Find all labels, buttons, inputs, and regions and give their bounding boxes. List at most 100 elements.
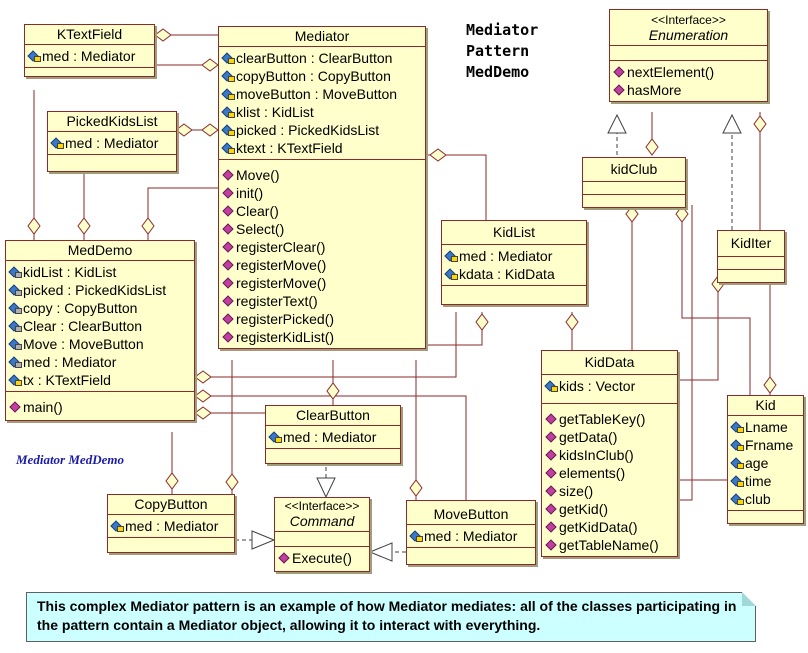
attribute-icon — [9, 266, 22, 278]
attribute: klist : KidList — [222, 103, 422, 121]
diamond — [409, 479, 423, 497]
operation: registerText() — [222, 292, 422, 310]
class-name: kidClub — [583, 158, 685, 182]
operation-icon — [222, 187, 235, 199]
interface-name: Command — [289, 513, 355, 529]
attribute-icon — [222, 88, 235, 100]
operation: elements() — [545, 464, 674, 482]
diamond — [225, 473, 239, 491]
operation-icon — [613, 84, 626, 96]
stereotype-label: <<Interface>> — [651, 13, 726, 27]
attribute-icon — [545, 380, 558, 392]
attribute-icon — [731, 457, 744, 469]
operation-icon — [222, 277, 235, 289]
attribute: Move : MoveButton — [9, 335, 191, 353]
attribute-icon — [222, 70, 235, 82]
operation: getData() — [545, 428, 674, 446]
attribute-icon — [445, 250, 458, 262]
class-name: ClearButton — [266, 406, 400, 426]
diamond — [429, 148, 447, 162]
diamond — [201, 58, 219, 72]
attribute: picked : PickedKidsList — [9, 281, 191, 299]
attribute-icon — [445, 268, 458, 280]
assoc-meddemo-kidlist — [195, 312, 457, 378]
operation-icon — [545, 449, 558, 461]
operation: main() — [9, 398, 191, 416]
diamond — [565, 313, 579, 331]
diamond — [475, 313, 489, 331]
attribute-icon — [9, 284, 22, 296]
triangle-kiditer — [722, 113, 742, 134]
attribute-icon — [9, 302, 22, 314]
operation: Execute() — [278, 549, 366, 567]
class-kidlist: KidList med : Mediator kdata : KidData — [441, 220, 587, 305]
attribute-icon — [269, 431, 282, 443]
operation-icon — [613, 66, 626, 78]
operation: registerClear() — [222, 238, 422, 256]
diamond — [201, 123, 219, 137]
assoc-mediator-meddemo — [147, 187, 218, 240]
attribute: moveButton : MoveButton — [222, 85, 422, 103]
attribute: Lname — [731, 418, 800, 436]
operation-icon — [545, 539, 558, 551]
operation-icon — [222, 259, 235, 271]
operation-icon — [545, 521, 558, 533]
attribute: med : Mediator — [269, 428, 397, 446]
operation: getKid() — [545, 500, 674, 518]
operation-icon — [222, 241, 235, 253]
attribute-icon — [222, 106, 235, 118]
assoc-meddemo-movebutton — [195, 395, 467, 500]
attribute: age — [731, 454, 800, 472]
attribute: med : Mediator — [9, 353, 191, 371]
assoc-mediator-kidlist — [426, 154, 487, 220]
operation-icon — [545, 485, 558, 497]
class-name: Kid — [728, 396, 803, 416]
operation-icon — [9, 401, 22, 413]
attribute-icon — [222, 52, 235, 64]
class-name: KidIter — [718, 231, 784, 257]
class-name: KidList — [442, 221, 586, 245]
operation-icon — [222, 313, 235, 325]
operation-icon — [222, 295, 235, 307]
operation-icon — [222, 331, 235, 343]
interface-command: <<Interface>> Command Execute() — [274, 497, 370, 572]
operation-icon — [545, 413, 558, 425]
diamond — [27, 217, 41, 235]
attribute-icon — [222, 124, 235, 136]
operation-icon — [222, 169, 235, 181]
operation: registerMove() — [222, 256, 422, 274]
assoc-kidlist-mediator-2 — [426, 312, 483, 346]
operation: Clear() — [222, 202, 422, 220]
diagram-caption: Mediator MedDemo — [16, 452, 124, 467]
class-name: MoveButton — [407, 501, 535, 525]
operation: registerPicked() — [222, 310, 422, 328]
attribute-icon — [9, 338, 22, 350]
interface-name: Enumeration — [648, 27, 729, 43]
triangle-clearbutton — [316, 477, 336, 499]
class-name: KTextField — [25, 25, 154, 45]
attribute-icon — [51, 137, 64, 149]
attribute: copy : CopyButton — [9, 299, 191, 317]
diamond — [141, 217, 155, 235]
attribute: ktext : KTextField — [222, 139, 422, 157]
diamond — [175, 123, 193, 137]
operation-icon — [222, 223, 235, 235]
diamond — [625, 205, 639, 223]
stereotype-label: <<Interface>> — [284, 499, 360, 513]
diamond — [165, 472, 179, 490]
attribute: Frname — [731, 436, 800, 454]
diamond — [77, 217, 91, 235]
class-name: Mediator — [219, 27, 425, 47]
operation-icon — [545, 431, 558, 443]
class-kiddata: KidData kids : Vector getTableKey() getD… — [541, 350, 678, 557]
assoc-kiddata-kid-b — [678, 205, 693, 501]
attribute-icon — [731, 493, 744, 505]
class-name: PickedKidsList — [48, 112, 176, 132]
operation: registerKidList() — [222, 328, 422, 346]
operation: kidsInClub() — [545, 446, 674, 464]
class-kiditer: KidIter — [717, 230, 785, 283]
class-name: KidData — [542, 351, 677, 375]
operation-icon — [222, 205, 235, 217]
diamond — [194, 389, 212, 403]
